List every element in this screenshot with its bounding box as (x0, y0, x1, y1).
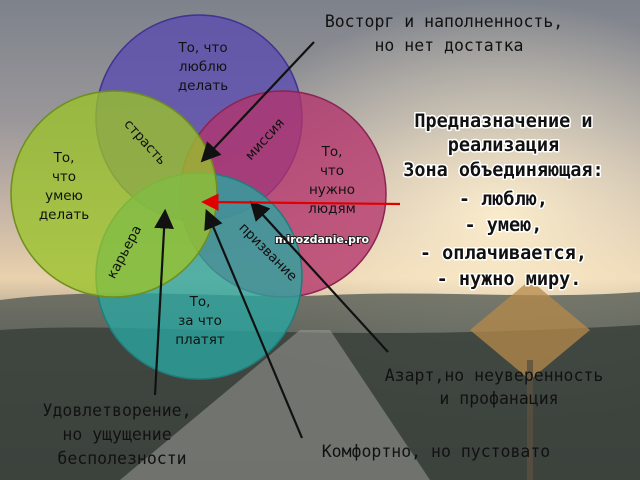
callout-top: Восторг и наполненность, но нет достатка (325, 12, 573, 55)
label-line: людям (308, 201, 356, 217)
arrows (153, 41, 401, 439)
watermark: mirozdanie.pro (275, 233, 369, 246)
callout-bottom-left: Удовлетворение, но ущущение бесполезност… (43, 401, 202, 468)
circle-labels: То, что люблю делать То, что умею делать То, ч… (39, 40, 356, 348)
label-good-at: То, что умею делать (39, 150, 89, 223)
arrow-right (249, 200, 389, 353)
purpose-text: Предназначение и реализация Зона объедин… (403, 111, 615, 290)
label-line: за что (178, 313, 222, 329)
label-line: платят (175, 332, 225, 348)
label-world-needs: То, что нужно людям (308, 144, 356, 217)
label-love: То, что люблю делать (177, 40, 228, 94)
callouts: Восторг и наполненность, но нет достатка… (43, 12, 613, 468)
label-line: что (320, 163, 344, 179)
label-line: То, (321, 144, 343, 160)
label-line: умею (45, 188, 83, 204)
label-paid-for: То, за что платят (175, 294, 225, 348)
circles (10, 14, 387, 380)
label-line: что (52, 169, 76, 185)
label-line: То, (53, 150, 75, 166)
label-line: То, что (177, 40, 227, 56)
callout-right: Азарт,но неуверенность и профанация (385, 366, 613, 408)
arrow-purpose (201, 193, 401, 211)
label-line: делать (39, 207, 89, 223)
label-line: делать (178, 78, 228, 94)
label-line: нужно (309, 182, 355, 198)
arrow-bottom (204, 208, 304, 439)
label-line: То, (189, 294, 211, 310)
arrow-bottom-left (153, 208, 174, 396)
arrow-top (200, 41, 315, 163)
callout-bottom: Комфортно, но пустовато (322, 442, 550, 461)
label-line: люблю (179, 59, 227, 75)
